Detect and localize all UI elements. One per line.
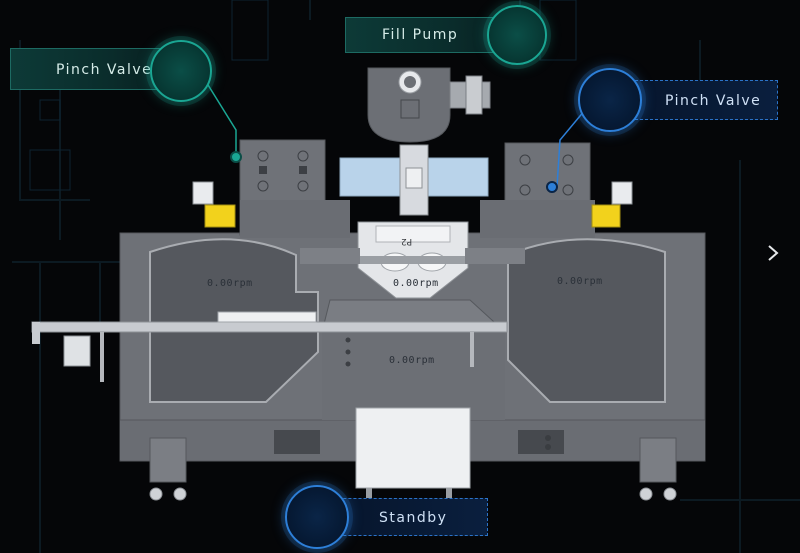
left-pinch-valve-hardware — [205, 205, 235, 227]
pinch-valve-left-indicator[interactable] — [150, 40, 212, 102]
center-top-rpm: 0.00rpm — [393, 278, 439, 289]
conveyor-belt — [32, 322, 507, 332]
standby-label: Standby — [379, 510, 447, 526]
next-button[interactable] — [758, 238, 788, 268]
left-drum-rpm: 0.00rpm — [207, 278, 253, 289]
pinch-valve-left-label: Pinch Valve — [56, 62, 152, 78]
right-drum-rpm: 0.00rpm — [557, 276, 603, 287]
machine-marking: P2 — [401, 236, 412, 246]
fill-pump-indicator[interactable] — [487, 5, 547, 65]
right-pinch-valve-hardware — [592, 205, 620, 227]
fill-pump-label: Fill Pump — [382, 27, 458, 43]
right-drum — [508, 239, 665, 402]
base-block — [356, 408, 470, 488]
pinch-valve-right-label: Pinch Valve — [665, 93, 761, 109]
center-bottom-rpm: 0.00rpm — [389, 355, 435, 366]
pinch-valve-right-indicator[interactable] — [578, 68, 642, 132]
standby-indicator[interactable] — [285, 485, 349, 549]
chevron-right-icon — [766, 244, 780, 262]
center-lower-chamber — [322, 332, 505, 420]
